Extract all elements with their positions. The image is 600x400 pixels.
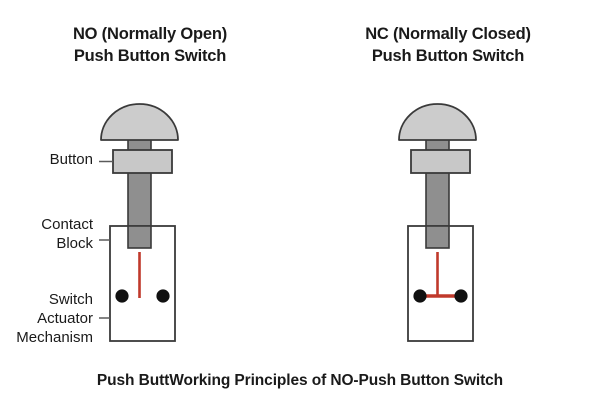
label-actuator-line-1: Switch (48, 291, 93, 308)
label-contact-block-line-2: Block (56, 234, 93, 252)
figure-caption: Push ButtWorking Principles of NO-Push B… (96, 372, 504, 389)
label-contact-block: Contact Block (0, 216, 93, 254)
switch-no (100, 103, 179, 342)
label-switch-actuator-mechanism: Switch Actuator Mechanism (0, 291, 93, 348)
no-collar (112, 149, 173, 174)
panel-title-no-line-2: Push Button Switch (73, 46, 227, 65)
no-stem-tip (127, 225, 152, 249)
switch-nc (398, 103, 477, 342)
no-dome-cap (100, 103, 179, 141)
leader-lines (99, 160, 113, 319)
panel-title-no-line-1: NO (Normally Open) (72, 25, 228, 43)
nc-stem-tip (425, 225, 450, 249)
panel-title-nc-line-2: Push Button Switch (371, 46, 525, 65)
nc-dome-cap (398, 103, 477, 141)
label-actuator-line-3: Mechanism (16, 328, 93, 346)
panel-title-no: NO (Normally Open) Push Button Switch (20, 24, 280, 68)
nc-terminal-right (454, 289, 468, 303)
label-actuator-line-2: Actuator (37, 309, 93, 327)
nc-collar (410, 149, 471, 174)
no-terminal-right (156, 289, 170, 303)
label-button-line-1: Button (49, 151, 93, 168)
panel-title-nc-line-1: NC (Normally Closed) (365, 25, 531, 43)
nc-terminal-left (413, 289, 427, 303)
panel-title-nc: NC (Normally Closed) Push Button Switch (318, 24, 578, 68)
label-contact-block-line-1: Contact (41, 216, 93, 233)
no-terminal-left (115, 289, 129, 303)
label-button: Button (0, 151, 93, 170)
